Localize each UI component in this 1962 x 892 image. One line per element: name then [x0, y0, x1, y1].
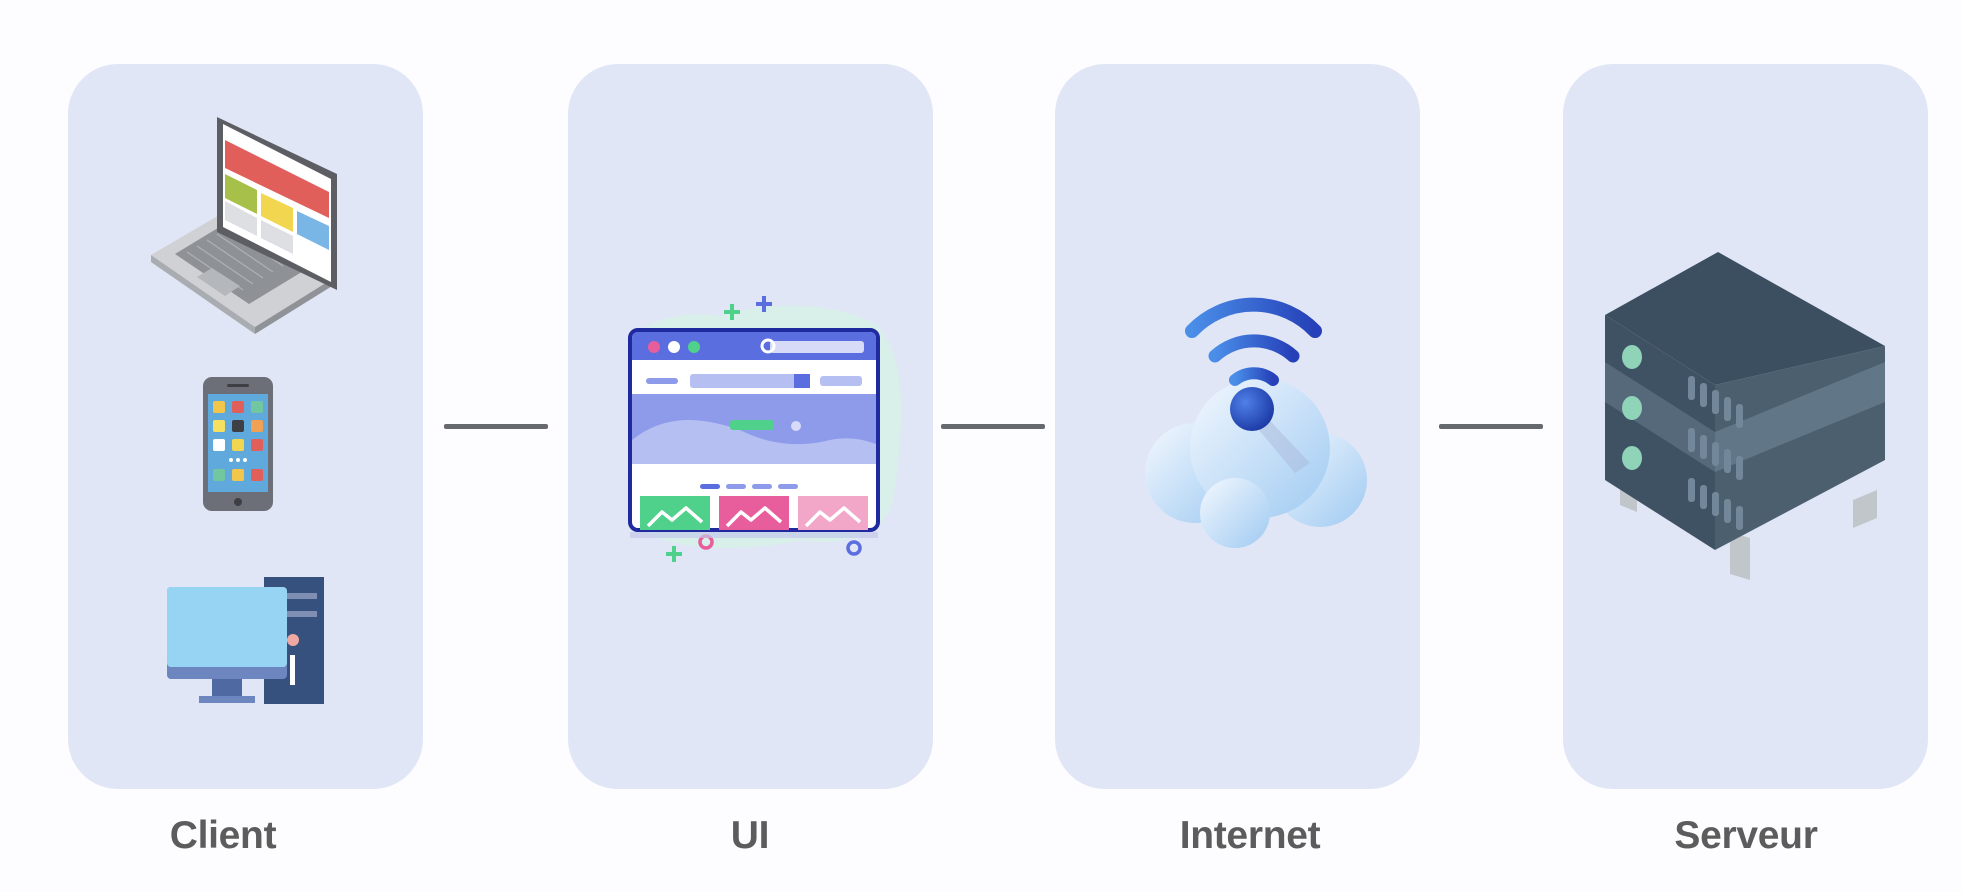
connector-ui-internet [941, 424, 1045, 429]
serveur-label: Serveur [1674, 814, 1818, 857]
internet-label: Internet [1179, 814, 1321, 857]
laptop-icon [151, 117, 337, 334]
connector-internet-serveur [1439, 424, 1543, 429]
client-label: Client [169, 814, 277, 857]
desktop-computer-icon [167, 577, 324, 704]
ui-label: UI [730, 814, 770, 857]
smartphone-icon [203, 377, 273, 511]
web-interface-icon [627, 296, 902, 562]
server-rack-icon [1605, 252, 1885, 580]
wifi-cloud-icon [1145, 297, 1367, 548]
connector-client-ui [444, 424, 548, 429]
